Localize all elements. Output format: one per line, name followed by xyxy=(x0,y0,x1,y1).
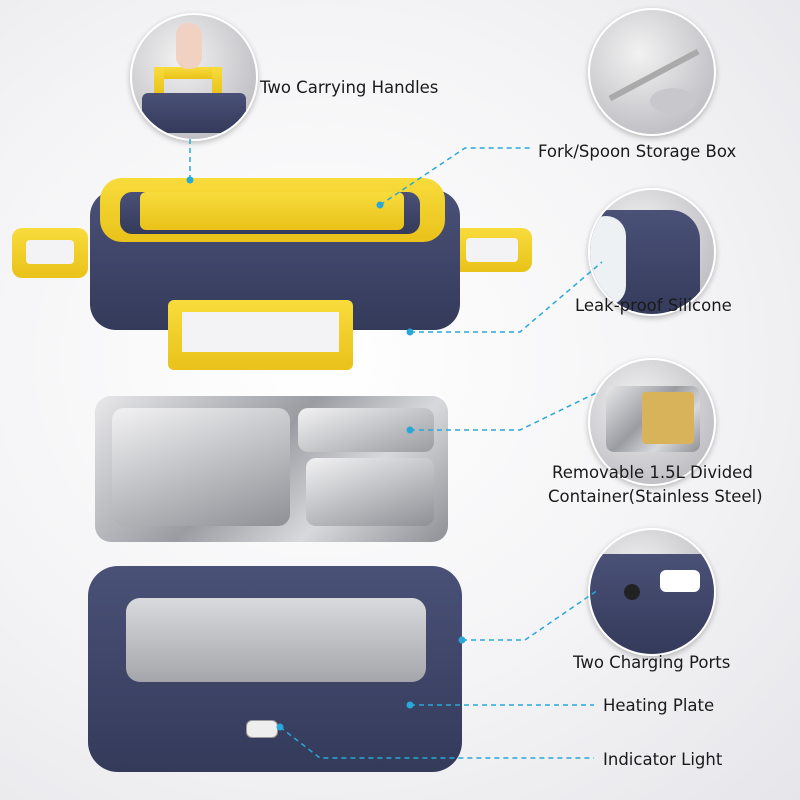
label-indicator: Indicator Light xyxy=(603,750,723,769)
callout-container xyxy=(410,391,599,431)
handles-detail-image xyxy=(130,13,258,141)
cutlery-detail-image xyxy=(588,8,716,136)
label-container-1: Removable 1.5L Divided xyxy=(552,463,753,482)
charging-ports-detail-image xyxy=(588,528,716,656)
silicone-detail-image xyxy=(588,188,716,316)
label-container-2: Container(Stainless Steel) xyxy=(548,487,763,506)
callout-indicator xyxy=(279,726,594,759)
label-handles: Two Carrying Handles xyxy=(260,78,439,97)
callout-storage xyxy=(379,147,530,206)
heating-plate xyxy=(126,598,426,682)
label-charging: Two Charging Ports xyxy=(573,653,731,672)
callout-silicone xyxy=(410,261,603,333)
label-storage-box: Fork/Spoon Storage Box xyxy=(538,142,737,161)
label-heating: Heating Plate xyxy=(603,696,715,715)
callout-charging xyxy=(462,589,599,641)
storage-box xyxy=(140,192,404,230)
container-detail-image xyxy=(588,358,716,486)
label-silicone: Leak-proof Silicone xyxy=(575,296,732,315)
